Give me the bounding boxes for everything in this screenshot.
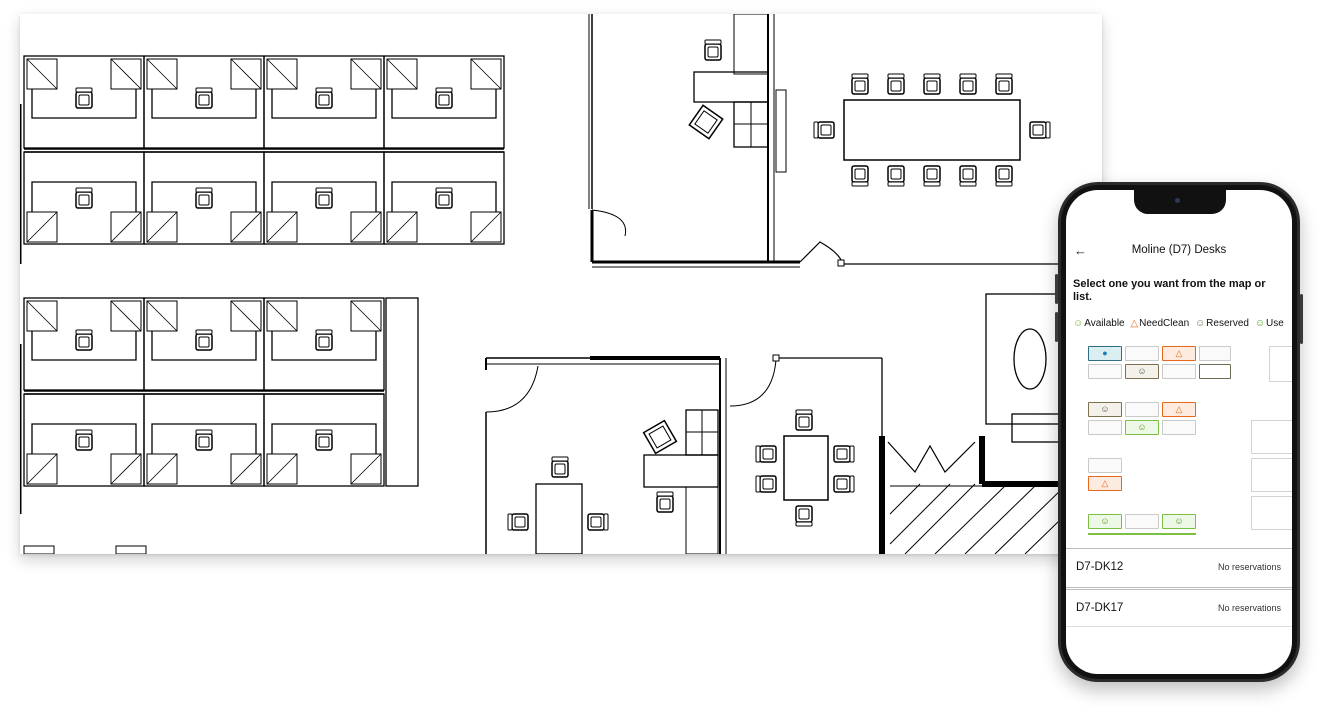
arrow-left-icon[interactable]: ← [1074,243,1087,258]
floor-plan [20,14,1102,554]
desk[interactable] [1199,346,1231,361]
person-add-icon: ☺ [1073,318,1084,329]
warning-triangle-icon: △ [1101,478,1109,488]
desk[interactable] [1199,364,1231,379]
desk[interactable] [1088,458,1122,473]
map-room [1251,458,1292,492]
legend-available: ☺Available [1073,318,1125,329]
desk-selected[interactable]: ● [1088,346,1122,361]
volume-down-button [1055,312,1058,342]
desk-list-item[interactable]: D7-DK12 No reservations [1066,548,1292,587]
desk-available[interactable]: ☺ [1088,514,1122,529]
desk-need-clean[interactable]: △ [1162,346,1196,361]
person-add-icon: ☺ [1174,516,1184,526]
reservation-status: No reservations [1218,562,1282,572]
desk-map: ● △ ☺ ☺ △ ☺ △ ☺ ☺ [1066,340,1292,550]
power-button [1300,294,1303,344]
desk-reserved[interactable]: ☺ [1088,402,1122,417]
volume-up-button [1055,274,1058,304]
legend-use-label: Use [1265,318,1284,329]
desk[interactable] [1088,420,1122,435]
map-room [1251,496,1292,530]
legend-reserved-label: Reserved [1206,318,1249,329]
warning-triangle-icon: △ [1175,348,1183,358]
desk-available[interactable]: ☺ [1162,514,1196,529]
desk-id: D7-DK12 [1076,561,1124,573]
person-check-icon: ☺ [1194,318,1206,329]
phone-mockup: Moline (D7) Desks ← Select one you want … [1055,182,1303,682]
app-header: Moline (D7) Desks ← [1066,242,1292,262]
location-pin-icon: ● [1102,348,1108,358]
person-check-icon: ☺ [1100,404,1110,414]
phone-notch [1134,190,1226,214]
reservation-status: No reservations [1218,603,1282,613]
desk-available[interactable]: ☺ [1125,420,1159,435]
desk[interactable] [1162,420,1196,435]
desk-id: D7-DK17 [1076,602,1124,614]
desk[interactable] [1162,364,1196,379]
map-room [1269,346,1292,382]
status-legend: ☺Available △NeedClean ☺Reserved ☺Use [1073,318,1287,329]
desk[interactable] [1125,402,1159,417]
warning-triangle-icon: △ [1130,318,1139,329]
instruction-text: Select one you want from the map or list… [1073,278,1266,303]
desk-need-clean[interactable]: △ [1162,402,1196,417]
map-room [1251,420,1292,454]
person-icon: ☺ [1254,318,1265,329]
legend-available-label: Available [1084,318,1125,329]
map-path [1088,533,1196,535]
desk-list-item[interactable]: D7-DK17 No reservations [1066,587,1292,628]
desk-reserved[interactable]: ☺ [1125,364,1159,379]
legend-needclean: △NeedClean [1130,318,1189,329]
phone-screen: Moline (D7) Desks ← Select one you want … [1066,190,1292,674]
desk-need-clean[interactable]: △ [1088,476,1122,491]
legend-use: ☺Use [1255,318,1284,329]
desk[interactable] [1125,514,1159,529]
person-check-icon: ☺ [1137,366,1147,376]
person-add-icon: ☺ [1100,516,1110,526]
floor-plan-drawing [20,14,1102,554]
desk[interactable] [1088,364,1122,379]
camera-icon [1175,198,1180,203]
list-divider [1066,626,1292,627]
desk[interactable] [1125,346,1159,361]
person-add-icon: ☺ [1137,422,1147,432]
legend-reserved: ☺Reserved [1195,318,1249,329]
legend-needclean-label: NeedClean [1139,318,1190,329]
page-title: Moline (D7) Desks [1131,244,1227,256]
warning-triangle-icon: △ [1175,404,1183,414]
